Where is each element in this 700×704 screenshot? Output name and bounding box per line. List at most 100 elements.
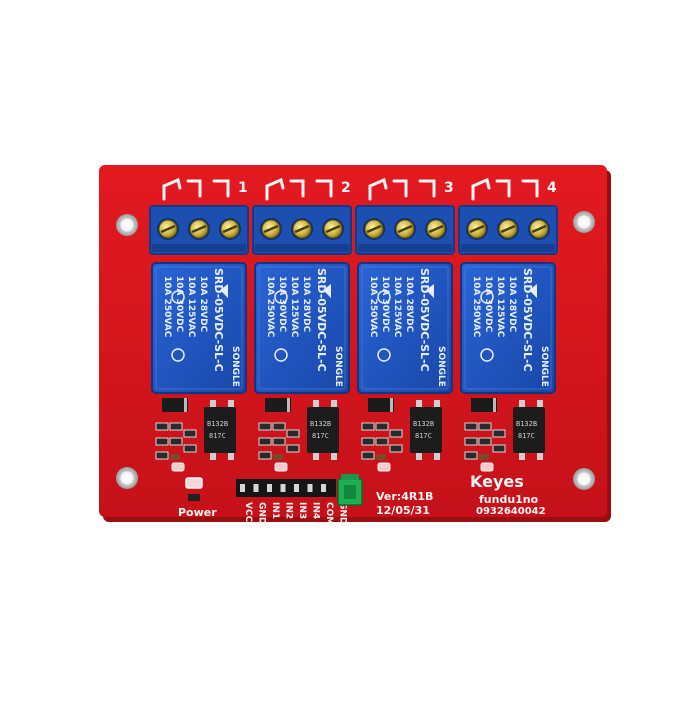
relay-text-model: SRD-05VDC-SL-C (521, 268, 534, 372)
version-label: Ver:4R1B (376, 490, 433, 503)
screw-terminal-block (149, 205, 249, 255)
pin-label-gnd-1: GND (257, 502, 267, 524)
pin-label-in4-5: IN4 (311, 502, 321, 519)
power-led (185, 477, 203, 489)
pin-label-com-6: COM (324, 502, 334, 525)
screw-terminal-block (458, 205, 558, 255)
vcc-jumper (337, 474, 363, 506)
relay-text-rating-2: 10A 125VAC (289, 276, 299, 338)
flyback-diode (265, 398, 291, 412)
relay-text-rating-2: 10A 125VAC (186, 276, 196, 338)
channel-led (377, 462, 391, 472)
relay-text-brand: SONGLE (230, 346, 240, 387)
header-pin[interactable] (267, 484, 272, 492)
flyback-diode (471, 398, 497, 412)
header-pin[interactable] (240, 484, 245, 492)
channel-number: 3 (444, 180, 454, 196)
optocoupler-code: B132B (310, 420, 331, 428)
channel-number: 2 (341, 180, 351, 196)
date-label: 12/05/31 (376, 504, 430, 517)
optocoupler-code: B132B (516, 420, 537, 428)
relay-text-rating-3: 10A 30VDC (277, 276, 287, 333)
relay-text-rating-3: 10A 30VDC (483, 276, 493, 333)
screw-terminal-block (252, 205, 352, 255)
cqc-mark-icon (480, 290, 494, 304)
songle-logo-icon (529, 284, 537, 298)
pin-label-in2-3: IN2 (284, 502, 294, 519)
songle-logo-icon (323, 284, 331, 298)
mounting-hole-top-right (573, 211, 595, 233)
pin-label-gnd-7: GND (338, 502, 348, 524)
header-pin[interactable] (253, 484, 259, 492)
optocoupler-model: 817C (415, 432, 432, 440)
mounting-holes (116, 211, 595, 490)
cqc-mark-icon (377, 290, 391, 304)
contact-symbol (368, 177, 436, 201)
songle-logo-icon (426, 284, 434, 298)
relay-text-model: SRD-05VDC-SL-C (418, 268, 431, 372)
channel-number: 1 (238, 180, 248, 196)
power-indicator: Power (178, 477, 217, 519)
optocoupler: B132B 817C (410, 400, 442, 460)
smd-components (361, 398, 403, 460)
power-resistor (188, 494, 200, 501)
smd-components (155, 398, 197, 460)
relay-text-brand: SONGLE (333, 346, 343, 387)
optocoupler: B132B 817C (307, 400, 339, 460)
brand-logo: Keyes (470, 472, 524, 491)
mounting-hole-bottom-right (573, 468, 595, 490)
songle-logo-icon (220, 284, 228, 298)
screw-terminal-block (355, 205, 455, 255)
relay-text-rating-4: 10A 28VDC (198, 276, 208, 333)
relay-text-model: SRD-05VDC-SL-C (212, 268, 225, 372)
smd-components (258, 398, 300, 460)
pin-label-in3-4: IN3 (297, 502, 307, 519)
relay-text-rating-1: 10A 250VAC (162, 276, 172, 338)
optocoupler-model: 817C (312, 432, 329, 440)
relay-text-rating-1: 10A 250VAC (471, 276, 481, 338)
flyback-diode (162, 398, 188, 412)
power-label: Power (178, 506, 217, 519)
optocoupler-code: B132B (413, 420, 434, 428)
cqc-mark-icon (274, 290, 288, 304)
channel-number: 4 (547, 180, 557, 196)
ul-mark-icon (377, 348, 391, 362)
channel-led (171, 462, 185, 472)
header-housing (236, 479, 336, 497)
relay-text-rating-2: 10A 125VAC (495, 276, 505, 338)
optocoupler: B132B 817C (513, 400, 545, 460)
channel-led (480, 462, 494, 472)
relay-text-brand: SONGLE (539, 346, 549, 387)
optocoupler-model: 817C (209, 432, 226, 440)
header-pin[interactable] (280, 484, 286, 492)
site-label: fundu1no (479, 493, 539, 506)
ul-mark-icon (480, 348, 494, 362)
mounting-hole-top-left (116, 214, 138, 236)
header-pin[interactable] (321, 484, 326, 492)
relay-text-rating-4: 10A 28VDC (507, 276, 517, 333)
pin-label-in1-2: IN1 (270, 502, 280, 519)
contact-symbol (162, 177, 230, 201)
channel-led (274, 462, 288, 472)
contact-symbol (471, 177, 539, 201)
mounting-hole-bottom-left (116, 467, 138, 489)
header-pin[interactable] (307, 484, 313, 492)
cqc-mark-icon (171, 290, 185, 304)
smd-components (464, 398, 506, 460)
ul-mark-icon (274, 348, 288, 362)
header-pin[interactable] (294, 484, 299, 492)
optocoupler-model: 817C (518, 432, 535, 440)
